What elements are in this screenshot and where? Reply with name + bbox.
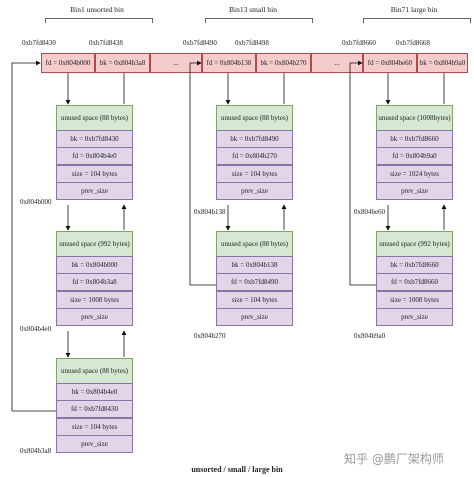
chunk-large-1: unused space (1008bytes) bk = 0xb7fd8660… [376, 105, 453, 200]
chunk-row-unused: unused space (992 bytes) [56, 231, 133, 257]
bin13-bk-cell: bk = 0x804b270 [256, 53, 311, 73]
bin1-fd-cell: fd = 0x804b000 [41, 53, 95, 73]
chunk-row-prev-size: prev_size [216, 307, 293, 326]
chunk-small-1-addr: 0x804b138 [194, 208, 226, 216]
bin71-addr-right: 0xb7fd8668 [396, 39, 430, 47]
bin1-addr-right: 0xb7fd8438 [89, 39, 123, 47]
chunk-row-prev-size: prev_size [376, 307, 453, 326]
chunk-large-2-addr: 0x804b9a0 [354, 332, 386, 340]
chunk-row-unused: unused space (992 bytes) [376, 231, 453, 257]
bin71-title: Bin71 large bin [390, 5, 438, 14]
arrow-large2-fd-to-bin71 [349, 60, 376, 286]
chunk-row-fd: fd = 0x804b3a8 [56, 273, 133, 292]
chunk-row-prev-size: prev_size [216, 181, 293, 200]
chunk-large-1-addr: 0x804be60 [354, 208, 386, 216]
chunk-row-size: size = 1024 bytes [376, 164, 453, 183]
chunk-unsorted-1: unused space (88 bytes) bk = 0xb7fd8430 … [56, 105, 133, 200]
bin13-title: Bin13 small bin [229, 5, 277, 14]
bin71-addr-left: 0xb7fd8660 [342, 39, 376, 47]
chunk-unsorted-3: unused space (88 bytes) bk = 0x804b4e0 f… [56, 358, 133, 453]
bin13-bracket [205, 18, 313, 23]
chunk-row-unused: unused space (88 bytes) [216, 105, 293, 131]
chunk-unsorted-2: unused space (992 bytes) bk = 0x804b000 … [56, 231, 133, 326]
chunk-row-unused: unused space (88 bytes) [216, 231, 293, 257]
bin13-addr-left: 0xb7fd8490 [183, 39, 217, 47]
bin71-fd-cell: fd = 0x804be60 [363, 53, 417, 73]
bin13-addr-right: 0xb7fd8498 [235, 39, 269, 47]
chunk-row-prev-size: prev_size [56, 181, 133, 200]
arrow-chunk3-fd-to-bin1 [11, 60, 56, 412]
chunk-large-2: unused space (992 bytes) bk = 0xb7fd8660… [376, 231, 453, 326]
chunk-row-prev-size: prev_size [376, 181, 453, 200]
chunk-row-prev-size: prev_size [56, 434, 133, 453]
chunk-unsorted-1-addr: 0x804b000 [20, 198, 52, 206]
chunk-small-1: unused space (88 bytes) bk = 0xb7fd8490 … [216, 105, 293, 200]
arrow-small2-fd-to-bin13 [189, 60, 216, 286]
bin13-fd-cell: fd = 0x804b138 [202, 53, 256, 73]
chunk-unsorted-2-addr: 0x804b4e0 [20, 325, 52, 333]
chunk-row-prev-size: prev_size [56, 307, 133, 326]
bin71-bk-cell: bk = 0x804b9a0 [417, 53, 468, 73]
bin1-title: Bin1 unsorted bin [70, 5, 124, 14]
chunk-unsorted-3-addr: 0x804b3a8 [20, 447, 52, 455]
bin1-bk-cell: bk = 0x804b3a8 [95, 53, 150, 73]
bin1-addr-left: 0xb7fd8430 [22, 39, 56, 47]
bin1-bracket [45, 18, 153, 23]
bin71-bracket [363, 18, 471, 23]
watermark: 知乎 @鹏厂架构师 [344, 452, 444, 466]
chunk-small-2-addr: 0x804b270 [194, 332, 226, 340]
diagram-caption: unsorted / small / large bin [191, 465, 283, 474]
chunk-small-2: unused space (88 bytes) bk = 0x804b138 f… [216, 231, 293, 326]
